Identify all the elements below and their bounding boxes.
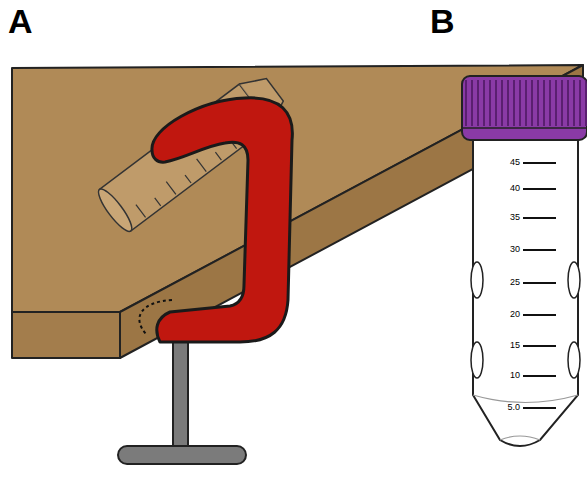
clamp-screw [118, 336, 246, 464]
graduation-number: 15 [496, 340, 520, 350]
graduation-number: 35 [496, 212, 520, 222]
graduation-number: 30 [496, 244, 520, 254]
graduation-number: 45 [496, 157, 520, 167]
panel-letter: B [430, 2, 455, 41]
graduation-number: 5.0 [496, 402, 520, 412]
graduation-number: 10 [496, 370, 520, 380]
tube-b [462, 76, 587, 446]
graduation-number: 20 [496, 309, 520, 319]
graduation-number: 25 [496, 277, 520, 287]
panel-letter: A [8, 2, 33, 41]
graduation-number: 40 [496, 183, 520, 193]
c-clamp [152, 98, 292, 342]
